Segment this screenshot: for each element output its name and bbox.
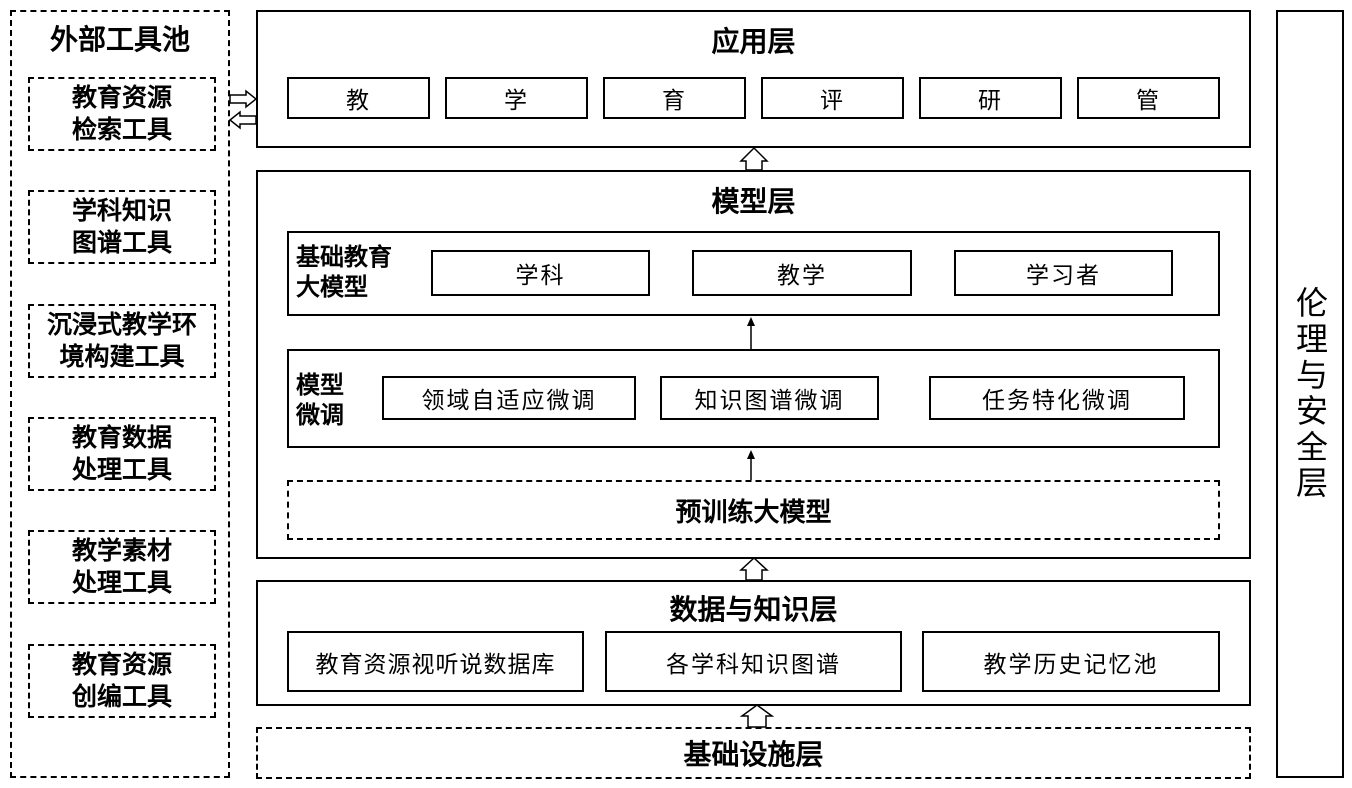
hollow-right-arrow-icon: [229, 89, 258, 109]
tool-line-2: 处理工具: [71, 455, 172, 484]
tool-line-1: 教育数据: [71, 423, 172, 452]
finetune-item-task-specific: 任务特化微调: [929, 376, 1185, 420]
application-layer-title: 应用层: [711, 25, 796, 58]
hollow-left-arrow-icon: [228, 110, 257, 130]
pretrained-model-block: 预训练大模型: [287, 480, 1220, 540]
model-layer-title: 模型层: [711, 185, 796, 218]
data-item-knowledge-graphs: 各学科知识图谱: [605, 631, 902, 692]
tool-pool-title: 外部工具池: [49, 23, 190, 56]
tool-line-2: 图谱工具: [71, 228, 172, 257]
app-item-educate: 育: [603, 77, 746, 119]
finetune-label-line-1: 模型: [296, 371, 344, 399]
hollow-up-arrow-icon: [739, 146, 769, 171]
app-item-evaluate: 评: [761, 77, 904, 119]
app-item-manage: 管: [1077, 77, 1220, 119]
tool-teaching-material: 教学素材 处理工具: [28, 530, 216, 604]
tool-immersive-environment: 沉浸式教学环 境构建工具: [28, 304, 216, 378]
finetune-item-knowledge-graph: 知识图谱微调: [660, 376, 879, 420]
foundation-model-block: [287, 231, 1220, 316]
tool-edu-data-processing: 教育数据 处理工具: [28, 417, 216, 491]
foundation-item-teaching: 教学: [692, 250, 912, 296]
ethics-safety-layer: 伦理与安全层: [1276, 10, 1344, 778]
tool-edu-resource-authoring: 教育资源 创编工具: [28, 644, 216, 718]
foundation-item-subject: 学科: [431, 250, 650, 296]
tool-line-1: 教育资源: [71, 83, 172, 112]
finetune-item-domain-adaptive: 领域自适应微调: [382, 376, 636, 420]
foundation-item-learner: 学习者: [954, 250, 1173, 296]
foundation-label-line-1: 基础教育: [296, 243, 392, 271]
tool-line-2: 境构建工具: [59, 342, 185, 371]
app-item-research: 研: [919, 77, 1062, 119]
tool-line-1: 教育资源: [71, 650, 172, 679]
tool-line-2: 检索工具: [71, 115, 172, 144]
app-item-learn: 学: [445, 77, 588, 119]
infrastructure-layer: 基础设施层: [256, 727, 1251, 779]
tool-line-2: 处理工具: [71, 568, 172, 597]
tool-line-2: 创编工具: [71, 682, 172, 711]
app-item-teach: 教: [287, 77, 430, 119]
tool-subject-knowledge-graph: 学科知识 图谱工具: [28, 190, 216, 264]
tool-line-1: 教学素材: [71, 536, 172, 565]
ethics-safety-title: 伦理与安全层: [1291, 286, 1329, 502]
hollow-up-arrow-icon: [739, 704, 775, 728]
foundation-label-line-2: 大模型: [296, 273, 368, 301]
hollow-up-arrow-icon: [739, 556, 769, 581]
external-tool-pool: 外部工具池: [10, 10, 230, 778]
foundation-model-label: 基础教育 大模型: [296, 242, 392, 302]
finetune-label: 模型 微调: [296, 370, 344, 430]
data-layer-title: 数据与知识层: [669, 593, 838, 626]
data-item-av-database: 教育资源视听说数据库: [287, 631, 584, 692]
tool-line-1: 沉浸式教学环: [46, 310, 197, 339]
finetune-label-line-2: 微调: [296, 401, 344, 429]
finetune-block: [287, 349, 1220, 448]
tool-line-1: 学科知识: [71, 196, 172, 225]
tool-edu-resource-search: 教育资源 检索工具: [28, 77, 216, 151]
data-item-memory-pool: 教学历史记忆池: [922, 631, 1220, 692]
